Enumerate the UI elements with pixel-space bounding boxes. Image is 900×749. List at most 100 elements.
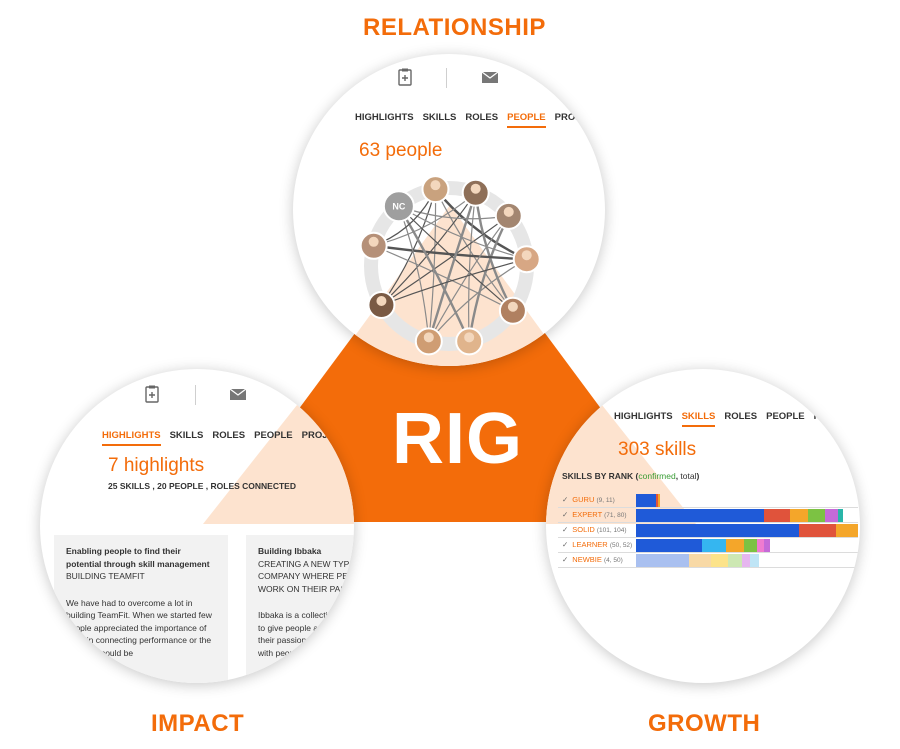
avatar-face: [470, 183, 481, 194]
person-avatar[interactable]: [455, 327, 484, 356]
person-avatar[interactable]: [421, 175, 450, 204]
relationship-tabs: HIGHLIGHTS SKILLS ROLES PEOPLE PROJECTS: [355, 112, 605, 128]
person-avatar[interactable]: [414, 327, 443, 356]
avatar-face: [368, 236, 379, 247]
rank-title-text: SKILLS BY RANK: [562, 471, 634, 481]
avatar-initials: NC: [392, 202, 405, 212]
network-link: [397, 205, 471, 342]
tab-people[interactable]: PEOPLE: [766, 411, 805, 422]
tab-highlights[interactable]: HIGHLIGHTS: [614, 411, 673, 422]
envelope-icon[interactable]: [227, 383, 249, 405]
rank-bar-segment: [710, 554, 729, 567]
tab-skills[interactable]: SKILLS: [169, 430, 204, 441]
tab-roles[interactable]: ROLES: [212, 430, 246, 441]
rank-bar-segment: [743, 539, 757, 552]
rank-name: EXPERT: [572, 510, 605, 519]
envelope-icon[interactable]: [479, 66, 501, 88]
rank-bar-segment: [658, 494, 661, 507]
row-divider: [558, 567, 858, 568]
network-link: [381, 258, 527, 306]
card-body: We have had to overcome a lot in buildin…: [66, 597, 212, 658]
row-divider: [558, 522, 858, 523]
network-link: [428, 258, 528, 342]
tab-highlights[interactable]: HIGHLIGHTS: [102, 430, 161, 446]
tab-people[interactable]: PEOPLE: [254, 430, 293, 441]
highlight-card[interactable]: Building Ibbaka CREATING A NEW TYPE OF C…: [246, 535, 354, 683]
card-title: Building Ibbaka: [258, 546, 322, 556]
person-avatar[interactable]: [512, 245, 541, 274]
tab-roles[interactable]: ROLES: [465, 112, 499, 123]
person-avatar[interactable]: NC: [382, 190, 415, 223]
tab-people[interactable]: PEOPLE: [507, 112, 546, 128]
person-avatar[interactable]: [461, 178, 490, 207]
rank-name: SOLID: [572, 525, 597, 534]
rank-bar: [636, 524, 858, 537]
heading-impact: IMPACT: [151, 710, 245, 737]
clipboard-plus-icon[interactable]: [141, 383, 163, 405]
wedge-overlay: [203, 405, 354, 524]
tab-highlights[interactable]: HIGHLIGHTS: [355, 112, 414, 123]
rank-counts: (50, 52): [609, 542, 633, 549]
tab-projects[interactable]: PROJECTS: [301, 430, 353, 441]
network-link: [468, 215, 510, 342]
rank-bar-segment: [702, 539, 727, 552]
rank-row[interactable]: ✓SOLID (101, 104): [558, 523, 858, 538]
rank-counts: (4, 50): [603, 557, 623, 564]
avatar-face: [521, 250, 532, 261]
network-link: [381, 192, 477, 306]
tab-projects[interactable]: PROJECTS: [813, 411, 860, 422]
rank-bar-segment: [655, 494, 658, 507]
rank-bar-segment: [798, 524, 837, 537]
rank-bar: [636, 554, 858, 567]
rank-name: NEWBIE: [572, 555, 604, 564]
avatar-face: [423, 332, 434, 343]
rank-bar-segment: [807, 509, 826, 522]
tab-roles[interactable]: ROLES: [724, 411, 758, 422]
rank-bar-segment: [636, 494, 656, 507]
heading-relationship: RELATIONSHIP: [363, 14, 546, 41]
rank-bar-segment: [790, 509, 808, 522]
rank-bar-segment: [763, 509, 790, 522]
growth-tabs: HIGHLIGHTS SKILLS ROLES PEOPLE PROJECTS: [614, 411, 860, 427]
rank-bar-segment: [838, 509, 843, 522]
person-avatar[interactable]: [498, 296, 527, 325]
impact-panel: HIGHLIGHTS SKILLS ROLES PEOPLE PROJECTS 7 hi…: [40, 369, 354, 683]
rank-bar-segment: [726, 539, 744, 552]
clipboard-plus-icon[interactable]: [394, 66, 416, 88]
rank-bar-segment: [750, 554, 760, 567]
person-avatar[interactable]: [367, 291, 396, 319]
highlights-summary: 25 SKILLS , 20 PEOPLE , ROLES CONNECTED: [108, 481, 296, 491]
tab-skills[interactable]: SKILLS: [681, 411, 716, 427]
rank-bar-segment: [763, 539, 771, 552]
rank-row[interactable]: ✓NEWBIE (4, 50): [558, 553, 858, 568]
person-avatar[interactable]: [494, 201, 523, 230]
network-link: [381, 215, 510, 306]
rank-name: GURU: [572, 495, 597, 504]
heading-growth: GROWTH: [648, 710, 761, 737]
rank-bar: [636, 509, 858, 522]
rank-row[interactable]: ✓LEARNER (50, 52): [558, 538, 858, 553]
check-icon: ✓: [562, 525, 569, 534]
highlights-count: 7 highlights: [108, 455, 205, 476]
tab-skills[interactable]: SKILLS: [422, 112, 457, 123]
person-avatar[interactable]: [359, 231, 388, 260]
impact-tabs: HIGHLIGHTS SKILLS ROLES PEOPLE PROJECTS: [102, 430, 354, 446]
card-title: Enabling people to find their potential …: [66, 546, 210, 569]
rank-bar-segment: [741, 554, 751, 567]
highlight-card[interactable]: Enabling people to find their potential …: [54, 535, 228, 683]
check-icon: ✓: [562, 495, 569, 504]
rank-row[interactable]: ✓EXPERT (71, 80): [558, 508, 858, 523]
avatar-face: [507, 301, 518, 312]
rank-row[interactable]: ✓GURU (9, 11): [558, 493, 858, 508]
tab-projects[interactable]: PROJECTS: [554, 112, 605, 123]
rank-bar: [636, 494, 858, 507]
rank-label: ✓LEARNER (50, 52): [562, 540, 632, 549]
network-link: [373, 245, 514, 312]
rank-total-label: total: [680, 471, 697, 481]
rank-bar-segment: [688, 554, 711, 567]
row-divider: [558, 507, 858, 508]
rank-bar-segment: [836, 524, 858, 537]
card-subtitle: BUILDING TEAMFIT: [66, 571, 145, 581]
